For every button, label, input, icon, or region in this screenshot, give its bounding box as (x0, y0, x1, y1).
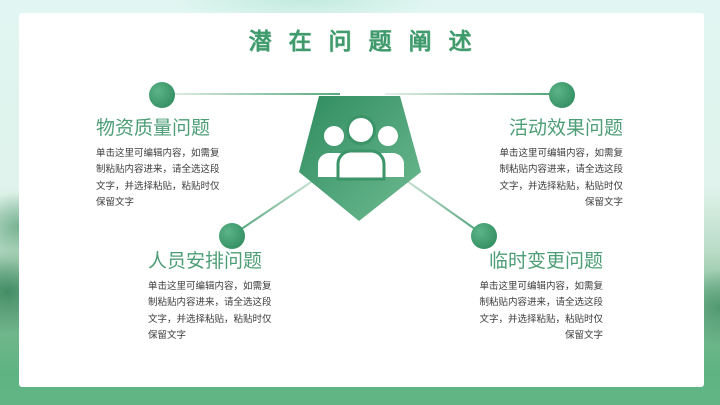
body-line: 保留文字 (564, 330, 603, 342)
body-line: 制粘贴内容进来，请全选这段 (499, 164, 623, 176)
body-line: 单击这里可编辑内容，如需复 (499, 148, 623, 159)
body-line: 文字，并选择粘贴，粘贴时仅 (148, 313, 272, 325)
connector-line-bottom-left (233, 175, 321, 235)
body-line: 单击这里可编辑内容，如需复 (479, 281, 603, 292)
node-dot-top-right (549, 82, 575, 108)
body-line: 文字，并选择粘贴，粘贴时仅 (479, 313, 603, 325)
section-body: 单击这里可编辑内容，如需复 制粘贴内容进来，请全选这段 文字，并选择粘贴，粘贴时… (148, 279, 274, 345)
section-top-right: 活动效果问题 单击这里可编辑内容，如需复 制粘贴内容进来，请全选这段 文字，并选… (497, 116, 623, 212)
section-body: 单击这里可编辑内容，如需复 制粘贴内容进来，请全选这段 文字，并选择粘贴，粘贴时… (96, 146, 222, 212)
section-body: 单击这里可编辑内容，如需复 制粘贴内容进来，请全选这段 文字，并选择粘贴，粘贴时… (477, 279, 603, 345)
body-line: 保留文字 (96, 197, 135, 209)
body-line: 文字，并选择粘贴，粘贴时仅 (96, 180, 220, 192)
slide-title: 潜在问题阐述 (248, 28, 489, 55)
body-line: 文字，并选择粘贴，粘贴时仅 (499, 180, 623, 192)
node-dot-top-left (149, 82, 175, 108)
connector-line-bottom-right (399, 175, 483, 235)
section-heading: 活动效果问题 (508, 117, 623, 139)
section-heading: 人员安排问题 (148, 250, 263, 272)
body-line: 单击这里可编辑内容，如需复 (96, 148, 220, 159)
node-dot-bottom-right (471, 223, 497, 249)
node-dot-bottom-left (219, 223, 245, 249)
section-bottom-right: 临时变更问题 单击这里可编辑内容，如需复 制粘贴内容进来，请全选这段 文字，并选… (477, 249, 603, 345)
body-line: 制粘贴内容进来，请全选这段 (479, 297, 603, 309)
body-line: 保留文字 (584, 197, 623, 209)
body-line: 制粘贴内容进来，请全选这段 (148, 297, 272, 309)
body-line: 单击这里可编辑内容，如需复 (148, 281, 272, 292)
section-heading: 临时变更问题 (488, 250, 603, 272)
section-body: 单击这里可编辑内容，如需复 制粘贴内容进来，请全选这段 文字，并选择粘贴，粘贴时… (497, 146, 623, 212)
section-bottom-left: 人员安排问题 单击这里可编辑内容，如需复 制粘贴内容进来，请全选这段 文字，并选… (148, 249, 274, 345)
body-line: 制粘贴内容进来，请全选这段 (96, 164, 220, 176)
section-top-left: 物资质量问题 单击这里可编辑内容，如需复 制粘贴内容进来，请全选这段 文字，并选… (96, 116, 222, 212)
section-heading: 物资质量问题 (96, 117, 211, 139)
people-group-icon (318, 115, 404, 181)
body-line: 保留文字 (148, 330, 187, 342)
